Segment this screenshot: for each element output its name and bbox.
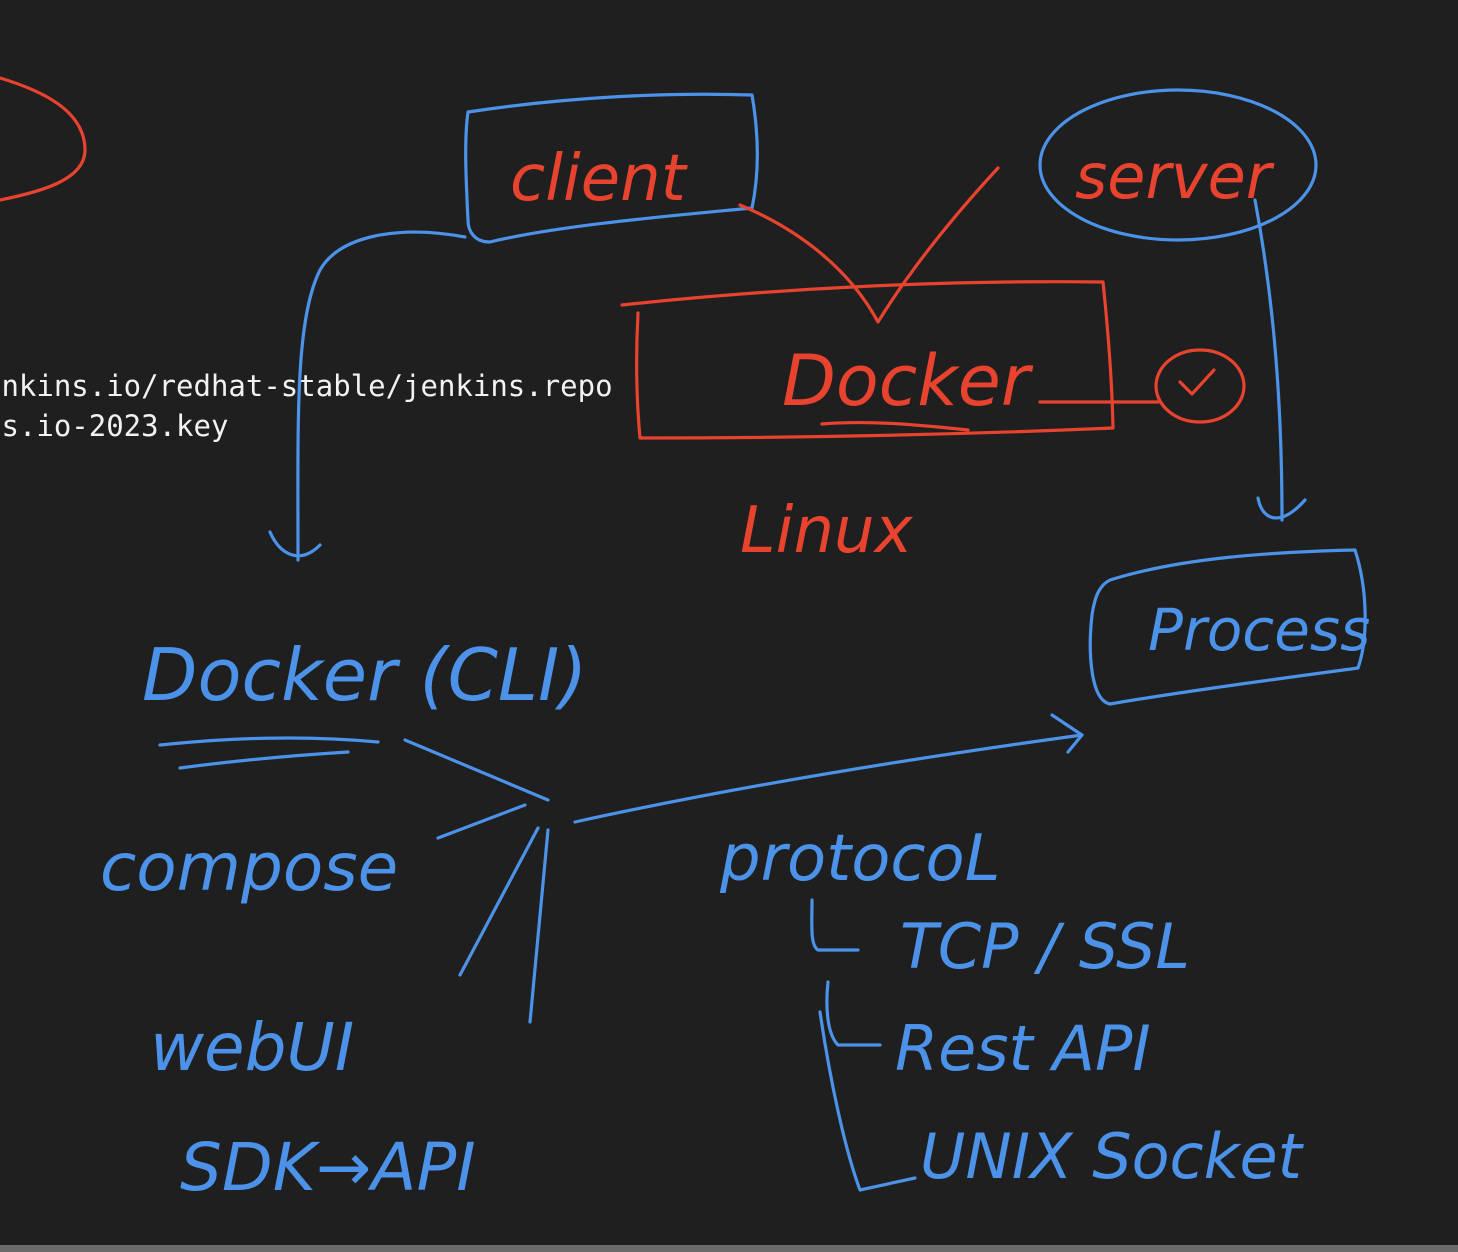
check-circle-icon bbox=[1154, 348, 1246, 424]
hub-line-cli bbox=[403, 738, 550, 802]
rest-api-label: Rest API bbox=[895, 1012, 1151, 1085]
tcp-ssl-label: TCP / SSL bbox=[900, 910, 1190, 983]
process-box bbox=[1088, 548, 1367, 706]
docker-cli-label: Docker (CLI) bbox=[142, 633, 587, 717]
cli-arrowhead bbox=[268, 530, 322, 558]
server-label: server bbox=[1075, 140, 1275, 213]
check-icon bbox=[1178, 368, 1216, 396]
protocol-bracket-2 bbox=[825, 980, 882, 1047]
docker-underline bbox=[820, 420, 970, 432]
terminal-line-1: enkins.io/redhat-stable/jenkins.repo bbox=[0, 369, 613, 403]
linux-label: Linux bbox=[740, 494, 914, 568]
protocol-bracket-1 bbox=[810, 898, 860, 952]
server-ellipse bbox=[1038, 88, 1318, 242]
client-box bbox=[464, 92, 759, 244]
docker-daemon-box bbox=[620, 280, 1115, 440]
hub-line-webui bbox=[458, 826, 540, 977]
client-label: client bbox=[510, 142, 689, 216]
terminal-line-2: ns.io-2023.key bbox=[0, 409, 229, 443]
protocol-bracket-3 bbox=[818, 1010, 917, 1192]
hub-line-compose bbox=[436, 803, 527, 840]
server-to-process-arrow bbox=[1253, 198, 1284, 522]
compose-label: compose bbox=[100, 829, 398, 906]
bottom-scrollbar[interactable] bbox=[0, 1245, 1458, 1252]
docker-daemon-label: Docker bbox=[782, 340, 1034, 422]
process-label: Process bbox=[1148, 596, 1370, 664]
unix-socket-label: UNIX Socket bbox=[920, 1120, 1305, 1193]
process-arrowhead bbox=[1256, 496, 1307, 520]
red-partial-circle bbox=[0, 76, 87, 202]
docker-cli-underline-2 bbox=[178, 750, 350, 770]
sdk-api-label: SDK→API bbox=[180, 1129, 476, 1206]
hub-to-process-arrow bbox=[573, 733, 1084, 824]
hub-line-sdk bbox=[528, 828, 550, 1024]
docker-cli-underline-1 bbox=[158, 736, 380, 747]
client-to-cli-arrow bbox=[296, 230, 467, 562]
red-connector-check bbox=[738, 166, 1000, 324]
protocol-label: protocoL bbox=[719, 822, 1000, 896]
webui-label: webUI bbox=[150, 1009, 354, 1086]
hub-arrowhead bbox=[1050, 713, 1084, 754]
